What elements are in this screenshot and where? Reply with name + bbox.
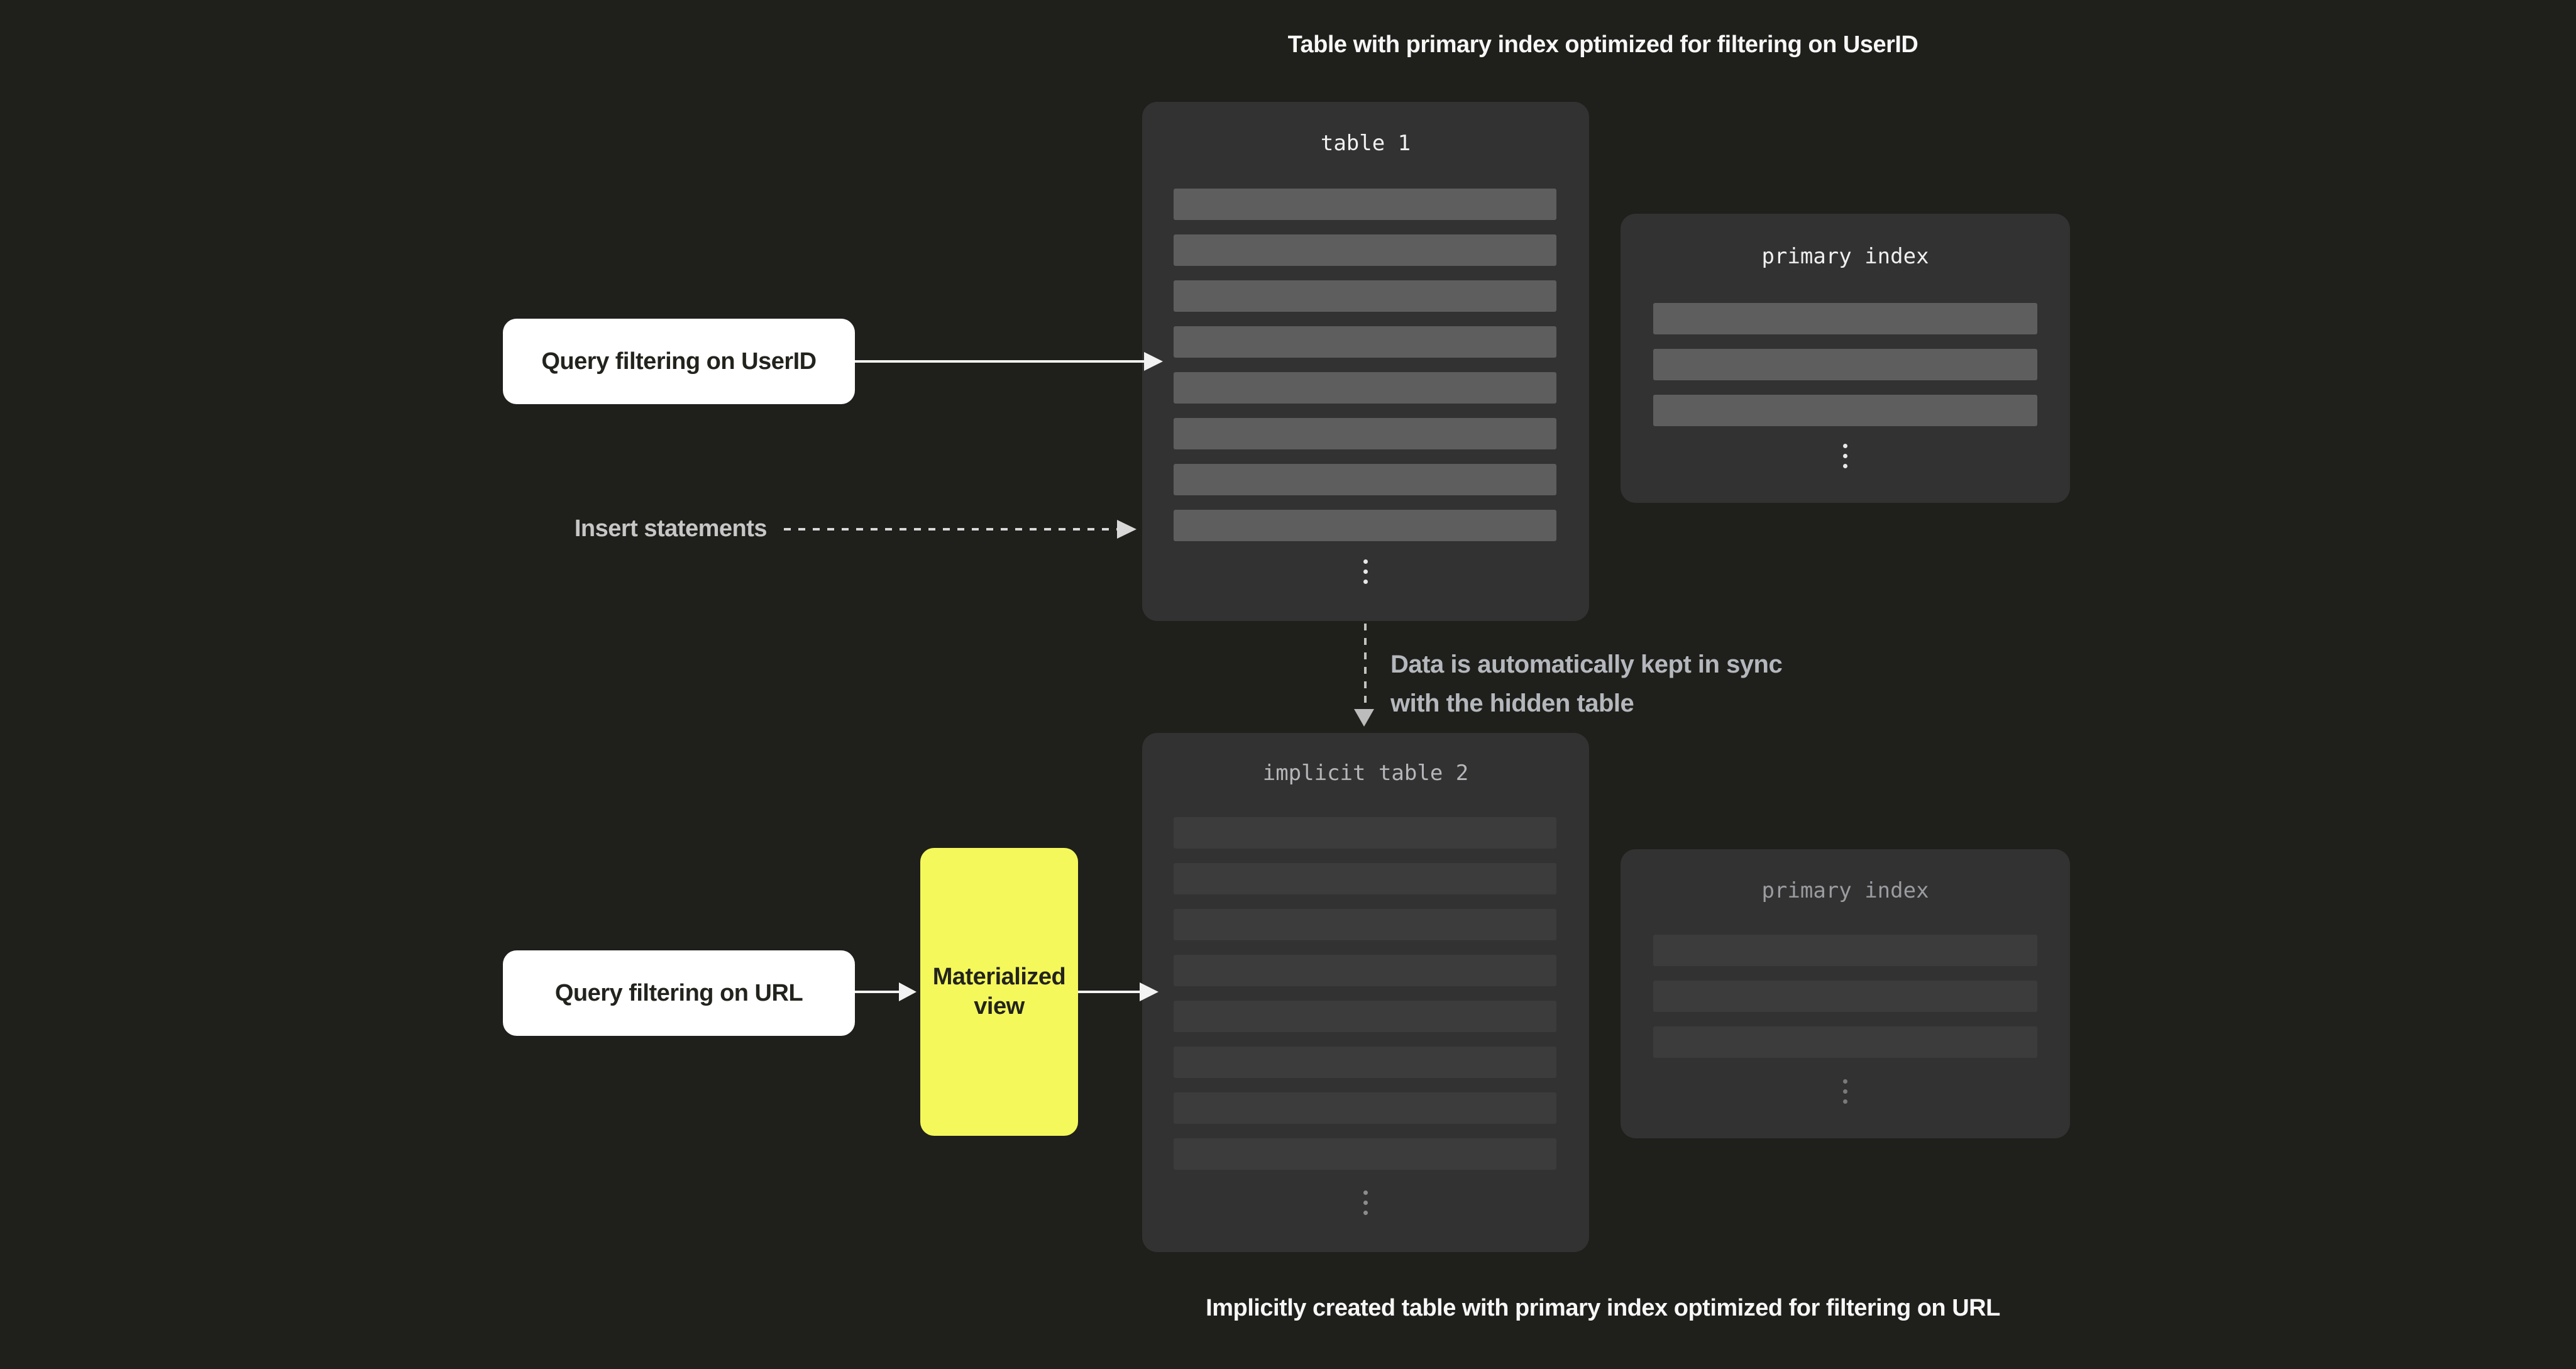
vertical-ellipsis-icon	[1621, 1079, 2070, 1104]
table-row	[1174, 863, 1556, 894]
implicit-table2-title: implicit table 2	[1262, 761, 1469, 786]
table-row	[1174, 189, 1556, 220]
table-row	[1653, 303, 2037, 334]
insert-statements-dashed-line	[784, 528, 1117, 531]
table-row	[1653, 935, 2037, 966]
primary-index-top-title: primary index	[1761, 244, 1929, 269]
table-row	[1174, 464, 1556, 495]
implicit-table2-panel: implicit table 2	[1142, 733, 1589, 1252]
primary-index-bottom-title: primary index	[1761, 878, 1929, 903]
table-row	[1174, 1001, 1556, 1032]
vertical-ellipsis-icon	[1142, 1190, 1589, 1215]
vertical-ellipsis-icon	[1621, 444, 2070, 468]
table-row	[1174, 326, 1556, 358]
arrow-query-url-line	[855, 991, 900, 993]
table-row	[1174, 1138, 1556, 1170]
primary-index-bottom-rows	[1653, 935, 2037, 1058]
table-row	[1174, 372, 1556, 404]
table-row	[1174, 510, 1556, 541]
implicit-table2-rows	[1174, 817, 1556, 1170]
insert-statements-arrow-head-icon	[1117, 520, 1137, 539]
query-url-label: Query filtering on URL	[554, 979, 803, 1006]
arrow-query-userid-line	[855, 360, 1145, 363]
table1-title: table 1	[1320, 131, 1411, 156]
sync-note: Data is automatically kept in sync with …	[1390, 651, 1783, 717]
sync-dashed-line	[1364, 624, 1367, 710]
table-row	[1653, 395, 2037, 426]
table1-panel: table 1	[1142, 102, 1589, 621]
table-row	[1174, 280, 1556, 312]
query-userid-label: Query filtering on UserID	[541, 348, 817, 375]
table-row	[1653, 1026, 2037, 1058]
insert-statements-label: Insert statements	[574, 515, 768, 542]
materialized-view-label: Materialized view	[932, 963, 1066, 1020]
table-row	[1174, 817, 1556, 849]
arrow-mv-to-table2-head-icon	[1140, 982, 1159, 1001]
bottom-caption: Implicitly created table with primary in…	[1206, 1295, 2000, 1321]
arrow-mv-to-table2-line	[1078, 991, 1140, 993]
arrow-query-url-head-icon	[899, 982, 916, 1001]
arrow-query-userid-head-icon	[1144, 352, 1163, 371]
primary-index-top-panel: primary index	[1621, 214, 2070, 503]
primary-index-bottom-panel: primary index	[1621, 849, 2070, 1138]
table-row	[1174, 1047, 1556, 1078]
top-caption: Table with primary index optimized for f…	[1287, 31, 1918, 58]
primary-index-top-rows	[1653, 303, 2037, 426]
materialized-view-node: Materialized view	[920, 848, 1078, 1136]
table-row	[1174, 955, 1556, 986]
sync-arrow-head-icon	[1354, 709, 1374, 727]
table-row	[1174, 909, 1556, 940]
table-row	[1653, 349, 2037, 380]
table1-rows	[1174, 189, 1556, 541]
table-row	[1653, 981, 2037, 1012]
query-userid-card: Query filtering on UserID	[503, 319, 855, 404]
table-row	[1174, 1092, 1556, 1124]
query-url-card: Query filtering on URL	[503, 950, 855, 1036]
table-row	[1174, 418, 1556, 449]
vertical-ellipsis-icon	[1142, 559, 1589, 584]
table-row	[1174, 234, 1556, 266]
